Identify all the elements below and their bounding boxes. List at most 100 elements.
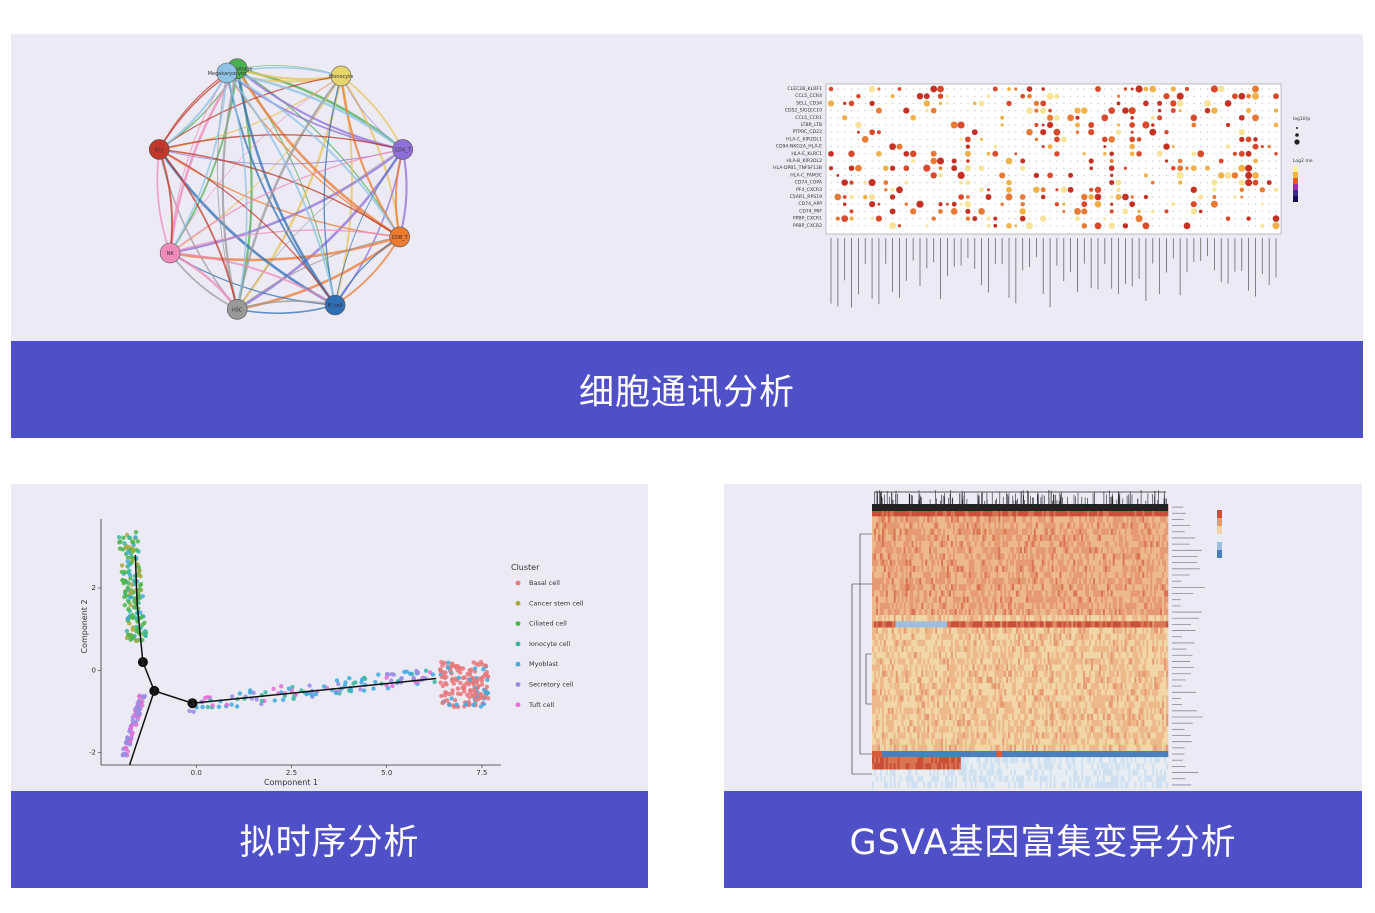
dot-plot-dot xyxy=(1076,88,1079,90)
heatmap-cell xyxy=(946,571,950,579)
dot-plot-dot xyxy=(1151,123,1155,127)
dot-plot-dot xyxy=(1124,182,1126,184)
heatmap-cell xyxy=(1156,516,1159,523)
heatmap-cell xyxy=(1150,547,1153,554)
dot-plot-dot xyxy=(1172,210,1174,212)
dot-plot-dot xyxy=(1042,210,1044,212)
dot-plot-dot xyxy=(1234,218,1236,220)
dot-plot-dot xyxy=(926,196,928,198)
heatmap-cell xyxy=(1055,602,1058,610)
dot-plot-dot xyxy=(1200,117,1202,119)
heatmap-cell xyxy=(929,565,932,573)
dot-plot-dot xyxy=(1165,102,1168,104)
heatmap-cell xyxy=(952,547,956,554)
dot-plot-dot xyxy=(864,124,866,126)
heatmap-cell xyxy=(946,541,950,548)
heatmap-cell xyxy=(1033,541,1037,548)
heatmap-cell xyxy=(948,565,952,573)
dot-plot-dot xyxy=(1117,210,1120,212)
dot-plot-dot xyxy=(1117,110,1120,112)
heatmap-cell xyxy=(885,516,889,523)
dot-plot-dot xyxy=(1035,167,1037,169)
heatmap-cell xyxy=(966,584,969,591)
heatmap-cell xyxy=(1031,565,1035,573)
dot-plot-gene-label: LTBR_LTB xyxy=(801,122,822,128)
dot-plot-dot xyxy=(953,225,955,227)
dot-plot-dot xyxy=(1020,93,1026,99)
heatmap-cell xyxy=(1083,565,1086,573)
heatmap-cell xyxy=(1029,528,1033,536)
dot-plot-dot xyxy=(1131,95,1133,97)
dot-plot-dot xyxy=(939,117,942,119)
heatmap-cell xyxy=(873,602,877,610)
heatmap-cell xyxy=(964,615,968,622)
heatmap-cell xyxy=(1073,547,1076,554)
heatmap-cell xyxy=(976,608,979,616)
heatmap-cell xyxy=(1077,534,1080,542)
dot-plot-dot xyxy=(933,210,935,212)
heatmap-cell xyxy=(1098,602,1102,610)
heatmap-cell xyxy=(1110,578,1114,585)
heatmap-cell xyxy=(952,584,956,591)
dot-plot-color-legend-swatch xyxy=(1293,166,1298,172)
dot-plot-dot xyxy=(837,153,839,155)
dot-plot-dot xyxy=(1070,124,1072,126)
heatmap-cell xyxy=(948,522,952,529)
dot-plot-dot xyxy=(1124,174,1126,176)
heatmap-cell xyxy=(1067,547,1070,554)
heatmap-cell xyxy=(958,590,962,597)
heatmap-cell xyxy=(1067,559,1070,567)
heatmap-cell xyxy=(907,534,910,542)
trajectory-cell-point xyxy=(126,599,132,605)
heatmap-cell xyxy=(1006,578,1009,585)
dot-plot-dot xyxy=(1090,146,1092,148)
heatmap-cell xyxy=(1085,510,1088,517)
dot-plot-dot xyxy=(926,174,928,176)
heatmap-cell xyxy=(1087,571,1090,579)
heatmap-cell xyxy=(1071,528,1074,536)
dot-plot-dot xyxy=(905,146,907,148)
heatmap-cell xyxy=(1098,516,1102,523)
heatmap-cell xyxy=(958,522,962,529)
heatmap-cell xyxy=(974,553,977,560)
heatmap-cell xyxy=(946,547,950,554)
heatmap-cell xyxy=(1083,516,1086,523)
heatmap-cell xyxy=(877,590,881,597)
heatmap-cell xyxy=(1132,534,1135,542)
heatmap-cell xyxy=(1059,578,1062,585)
heatmap-cell xyxy=(901,608,904,616)
heatmap-cell xyxy=(872,571,875,579)
heatmap-cell xyxy=(1100,553,1104,560)
heatmap-cell xyxy=(881,615,885,622)
heatmap-cell xyxy=(1087,528,1090,536)
heatmap-cell xyxy=(873,590,877,597)
dot-plot-dot xyxy=(1042,160,1044,162)
heatmap-cell xyxy=(1027,602,1031,610)
heatmap-cell xyxy=(935,547,938,554)
heatmap-cell xyxy=(968,528,971,536)
heatmap-cell xyxy=(984,602,987,610)
heatmap-cell xyxy=(913,547,916,554)
heatmap-cell xyxy=(1077,553,1080,560)
dot-plot-dot xyxy=(1001,146,1003,148)
dot-plot-dot xyxy=(892,203,894,205)
dot-plot-dot xyxy=(903,150,910,157)
heatmap-cell xyxy=(1124,516,1127,523)
heatmap-cell xyxy=(1041,559,1044,567)
dot-plot-dot xyxy=(1213,174,1215,176)
dot-plot-dot xyxy=(994,196,996,198)
dot-plot-dot xyxy=(844,124,846,126)
heatmap-cell xyxy=(885,510,889,517)
heatmap-cell xyxy=(1049,516,1052,523)
heatmap-cell xyxy=(948,553,952,560)
dot-plot-dot xyxy=(1081,208,1088,215)
heatmap-cell xyxy=(925,534,928,542)
dot-plot-dots xyxy=(827,85,1280,230)
dot-plot-dot xyxy=(1197,150,1205,158)
trajectory-cell-point xyxy=(481,667,486,672)
heatmap-cell xyxy=(988,571,991,579)
heatmap-cell xyxy=(1023,516,1027,523)
dot-plot-dot xyxy=(883,180,889,185)
trajectory-cell-point xyxy=(263,690,268,695)
dot-plot-dot xyxy=(960,131,962,133)
